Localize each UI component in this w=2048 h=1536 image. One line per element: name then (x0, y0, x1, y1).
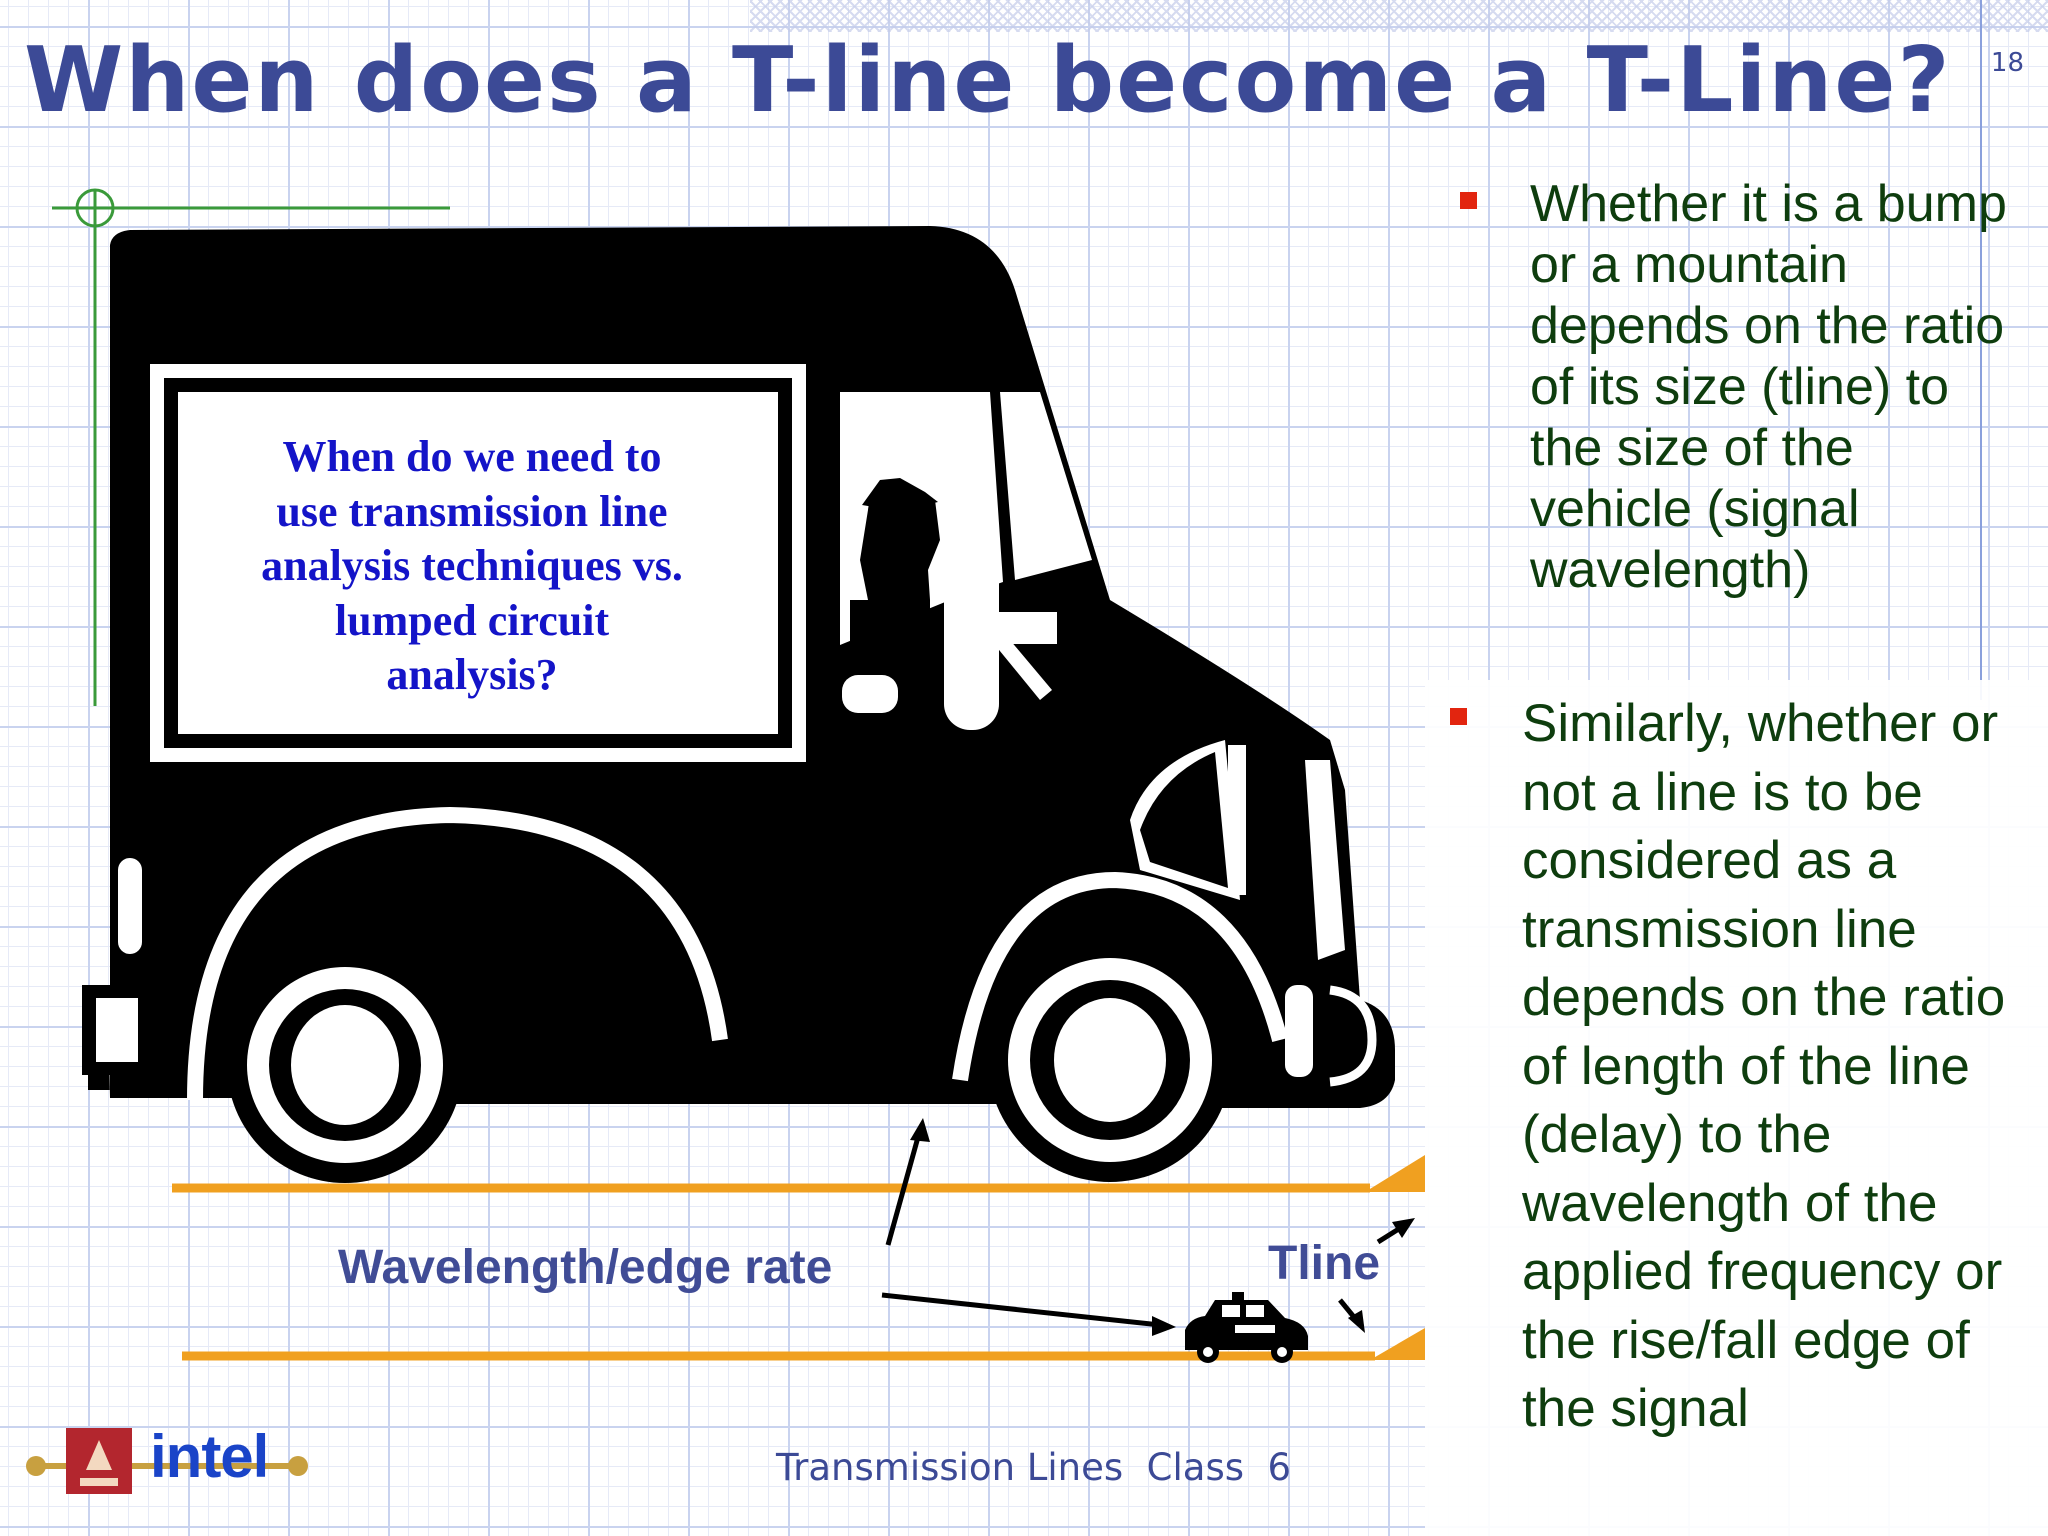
tline-label: Tline (1268, 1237, 1381, 1290)
van-sign-line: use transmission line (276, 486, 668, 536)
van-sign-text: When do we need to use transmission line… (182, 430, 762, 703)
slide-number: 18 (1990, 48, 2024, 78)
bullet-text: Whether it is a bump or a mountain depen… (1530, 175, 2007, 599)
bullet-backdrop (1425, 680, 2048, 1536)
university-logo (26, 1428, 308, 1494)
slide-footer: Transmission Lines Class 6 (776, 1446, 1292, 1489)
front-wheel (988, 938, 1232, 1182)
bullet-item: Whether it is a bump or a mountain depen… (1460, 174, 2010, 601)
intel-logo: intel (150, 1423, 269, 1490)
driver-silhouette (850, 478, 940, 645)
van-sign-line: analysis? (386, 650, 558, 699)
bullet-text: Similarly, whether or not a line is to b… (1522, 694, 2006, 1438)
van-sign-line: lumped circuit (334, 595, 610, 645)
header-hatch-band (750, 0, 2048, 32)
bullet-square-icon (1460, 192, 1477, 209)
margin-line (1980, 0, 1982, 700)
rear-wheel (227, 947, 463, 1183)
van-sign-line: analysis techniques vs. (261, 541, 683, 590)
wavelength-label: Wavelength/edge rate (338, 1241, 833, 1294)
van-body (82, 226, 1395, 1108)
annotation-arrows (881, 1118, 1415, 1336)
bullet-square-icon (1450, 708, 1467, 725)
bullet-item: Similarly, whether or not a line is to b… (1450, 690, 2022, 1444)
crosshair-graphic (52, 188, 450, 706)
road-lines (172, 1155, 1425, 1361)
van-sign-line: When do we need to (282, 432, 662, 481)
taxi-icon (1185, 1292, 1308, 1363)
slide-title: When does a T-line become a T-Line? (24, 28, 1952, 133)
